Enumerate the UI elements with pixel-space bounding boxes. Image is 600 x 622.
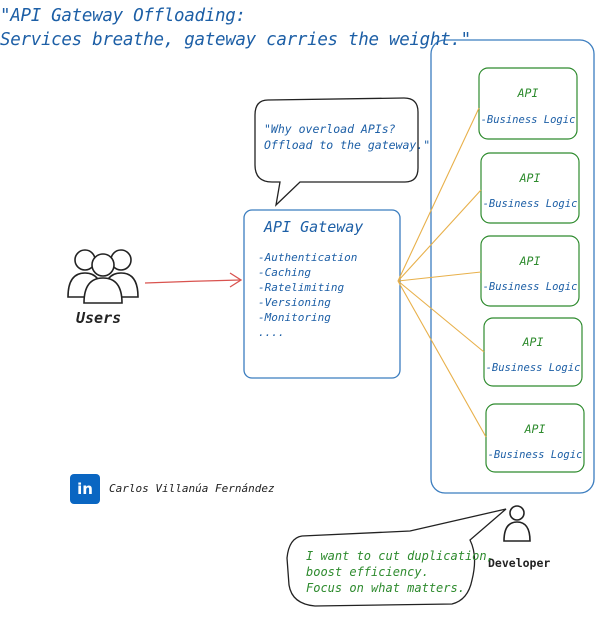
- gateway-bubble-line-1: "Why overload APIs?: [264, 122, 396, 136]
- developer-speech-bubble: [286, 508, 507, 607]
- title-line-1: "API Gateway Offloading:: [0, 6, 246, 26]
- gateway-box: [243, 209, 401, 379]
- gateway-feature: -Ratelimiting: [258, 281, 345, 294]
- users-arrow: [144, 272, 243, 288]
- developer-label: Developer: [488, 556, 551, 570]
- gateway-feature: -Monitoring: [258, 311, 331, 324]
- service-logic-label: -Business Logic: [482, 281, 578, 293]
- gateway-title: API Gateway: [264, 218, 364, 236]
- service-logic-label: -Business Logic: [480, 114, 576, 126]
- linkedin-icon[interactable]: in: [70, 474, 100, 504]
- gateway-feature-list: -Authentication -Caching -Ratelimiting -…: [258, 250, 357, 340]
- developer-icon: [503, 505, 531, 542]
- service-logic-label: -Business Logic: [485, 362, 581, 374]
- service-box: [480, 152, 580, 224]
- gateway-bubble-line-2: Offload to the gateway.": [264, 138, 431, 152]
- gateway-feature: -Authentication: [258, 251, 358, 264]
- service-api-label: API: [524, 422, 546, 436]
- service-box: [478, 67, 578, 140]
- developer-bubble-line-3: Focus on what matters.: [306, 581, 465, 595]
- service-box: [480, 235, 580, 307]
- service-logic-label: -Business Logic: [482, 198, 578, 210]
- gateway-feature: -Versioning: [258, 296, 331, 309]
- users-label: Users: [76, 309, 122, 327]
- author-name: Carlos Villanúa Fernández: [109, 482, 275, 495]
- developer-bubble-text: I want to cut duplication, boost efficie…: [306, 548, 494, 596]
- service-api-label: API: [517, 86, 539, 100]
- services-container: [430, 39, 595, 494]
- users-icon: [67, 249, 139, 304]
- gateway-feature: -Caching: [258, 266, 311, 279]
- service-box: [485, 403, 585, 473]
- developer-bubble-line-1: I want to cut duplication,: [306, 549, 494, 563]
- gateway-bubble-text: "Why overload APIs? Offload to the gatew…: [264, 121, 430, 153]
- gateway-speech-bubble: [254, 97, 419, 207]
- gateway-connectors: [397, 107, 487, 438]
- service-api-label: API: [522, 335, 544, 349]
- service-logic-label: -Business Logic: [487, 449, 583, 461]
- developer-bubble-line-2: boost efficiency.: [306, 565, 429, 579]
- title-line-2: Services breathe, gateway carries the we…: [0, 30, 471, 50]
- gateway-feature: ....: [258, 326, 285, 339]
- service-api-label: API: [519, 254, 541, 268]
- service-api-label: API: [519, 171, 541, 185]
- service-box: [483, 317, 583, 387]
- diagram-title: "API Gateway Offloading: Services breath…: [0, 4, 471, 52]
